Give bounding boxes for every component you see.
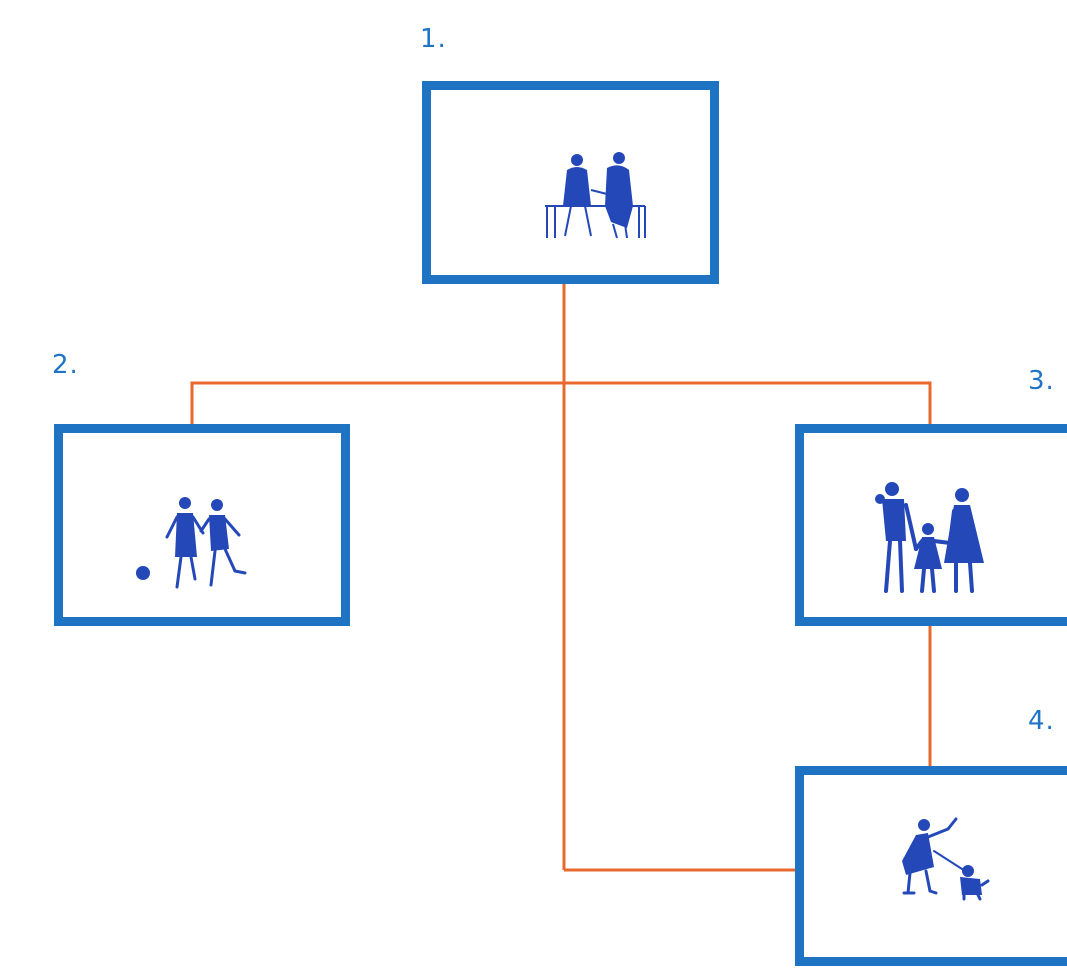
step-2-label: 2. xyxy=(52,350,79,380)
step-1-frame xyxy=(422,81,719,284)
connector-branch xyxy=(190,381,932,424)
step-3-frame xyxy=(795,424,1067,626)
family-holding-hands-icon xyxy=(875,482,984,593)
step-3-label: 3. xyxy=(1028,366,1055,396)
step-2-frame xyxy=(54,424,350,626)
step-4-frame xyxy=(795,766,1067,966)
step-4-label: 4. xyxy=(1028,706,1055,736)
step-1-label: 1. xyxy=(420,24,447,54)
woman-with-dog-icon xyxy=(902,817,990,901)
couple-on-bench-icon xyxy=(545,152,646,239)
children-playing-ball-icon xyxy=(136,497,247,589)
